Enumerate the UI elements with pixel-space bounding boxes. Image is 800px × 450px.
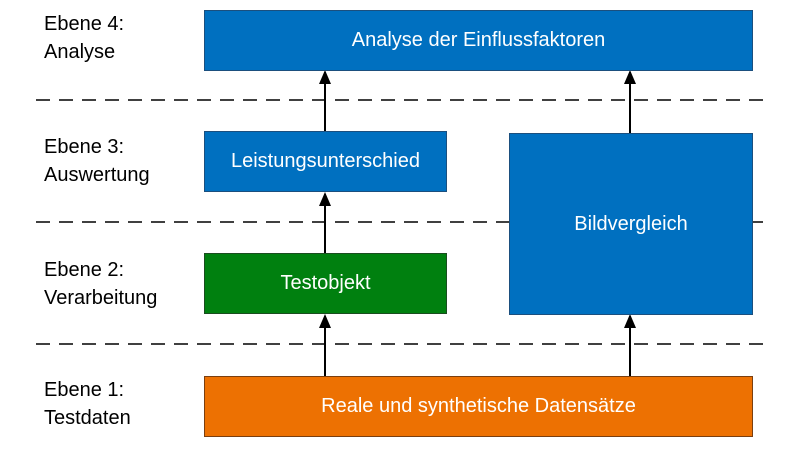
- level-4-label: Ebene 4: Analyse: [44, 10, 124, 66]
- box-datensaetze: Reale und synthetische Datensätze: [204, 376, 753, 437]
- box-leistungsunterschied-label: Leistungsunterschied: [230, 150, 420, 172]
- arrowhead-daten-to-testobjekt: [319, 314, 331, 328]
- arrowhead-bildvergleich-to-analyse: [624, 70, 636, 84]
- level-3-name: Auswertung: [44, 164, 150, 186]
- box-testobjekt: Testobjekt: [204, 253, 447, 314]
- box-bildvergleich-label: Bildvergleich: [574, 212, 688, 235]
- box-testobjekt-label: Testobjekt: [280, 272, 371, 294]
- box-analyse-label: Analyse der Einflussfaktoren: [351, 29, 606, 51]
- level-2-label: Ebene 2: Verarbeitung: [44, 256, 157, 312]
- arrowhead-testobjekt-to-leistung: [319, 192, 331, 206]
- level-1-name: Testdaten: [44, 407, 131, 429]
- level-3-label: Ebene 3: Auswertung: [44, 133, 150, 189]
- level-1-title: Ebene 1:: [44, 379, 125, 401]
- arrowhead-daten-to-bildvergleich: [624, 314, 636, 328]
- level-4-name: Analyse: [44, 41, 116, 63]
- level-1-label: Ebene 1: Testdaten: [44, 376, 131, 432]
- box-bildvergleich: Bildvergleich: [509, 133, 753, 315]
- level-3-title: Ebene 3:: [44, 136, 125, 158]
- level-2-name: Verarbeitung: [44, 287, 158, 309]
- level-2-title: Ebene 2:: [44, 259, 125, 281]
- box-leistungsunterschied: Leistungsunterschied: [204, 131, 447, 192]
- box-analyse-einflussfaktoren: Analyse der Einflussfaktoren: [204, 10, 753, 71]
- level-4-title: Ebene 4:: [44, 13, 125, 35]
- box-datensaetze-label: Reale und synthetische Datensätze: [321, 395, 636, 417]
- arrowhead-leistung-to-analyse: [319, 70, 331, 84]
